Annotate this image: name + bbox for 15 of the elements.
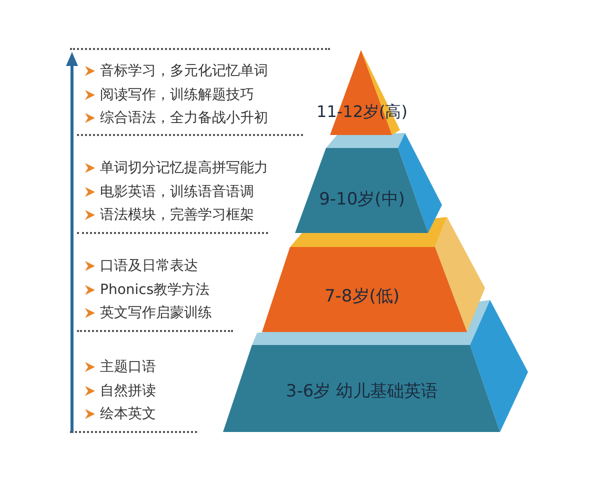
tier-label: 3-6岁 幼儿基础英语 — [286, 384, 438, 400]
bullet-text: 语法模块，完善学习框架 — [100, 206, 254, 224]
tier-label: 9-10岁(中) — [319, 192, 405, 208]
bullet-text: 综合语法，全力备战小升初 — [100, 109, 268, 127]
bullet-text: 口语及日常表达 — [100, 257, 198, 275]
bullet-text: 电影英语，训练语音语调 — [100, 182, 254, 200]
tier-label: 7-8岁(低) — [324, 288, 400, 306]
bullet-text: 单词切分记忆提高拼写能力 — [100, 159, 268, 177]
bullet-text: 音标学习，多元化记忆单词 — [100, 62, 268, 80]
bullet-text: Phonics教学方法 — [100, 280, 210, 298]
bullet-text: 主题口语 — [100, 358, 156, 376]
bullet-text: 自然拼读 — [100, 382, 156, 400]
bullet-text: 英文写作启蒙训练 — [100, 304, 212, 322]
bullet-text: 绘本英文 — [100, 405, 156, 423]
bullet-text: 阅读写作，训练解题技巧 — [100, 86, 254, 104]
